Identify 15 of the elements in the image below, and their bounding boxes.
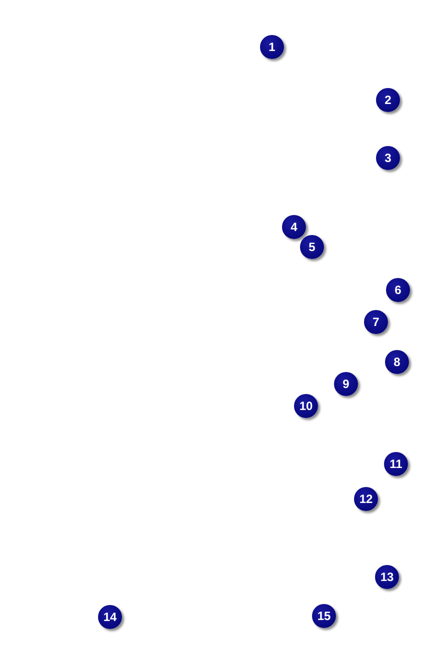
callout-number: 7 bbox=[364, 310, 388, 334]
callout-number: 8 bbox=[385, 350, 409, 374]
callout-number: 15 bbox=[312, 604, 336, 628]
callout-number: 13 bbox=[375, 565, 399, 589]
callout-number: 9 bbox=[334, 372, 358, 396]
callout-number: 10 bbox=[294, 394, 318, 418]
callout-number: 14 bbox=[98, 605, 122, 629]
callout-number: 6 bbox=[386, 278, 410, 302]
callout-number: 5 bbox=[300, 235, 324, 259]
callout-number: 4 bbox=[282, 215, 306, 239]
callout-number: 1 bbox=[260, 35, 284, 59]
callout-number: 2 bbox=[376, 88, 400, 112]
callout-number: 11 bbox=[384, 452, 408, 476]
callout-number: 12 bbox=[354, 487, 378, 511]
callout-number: 3 bbox=[376, 146, 400, 170]
